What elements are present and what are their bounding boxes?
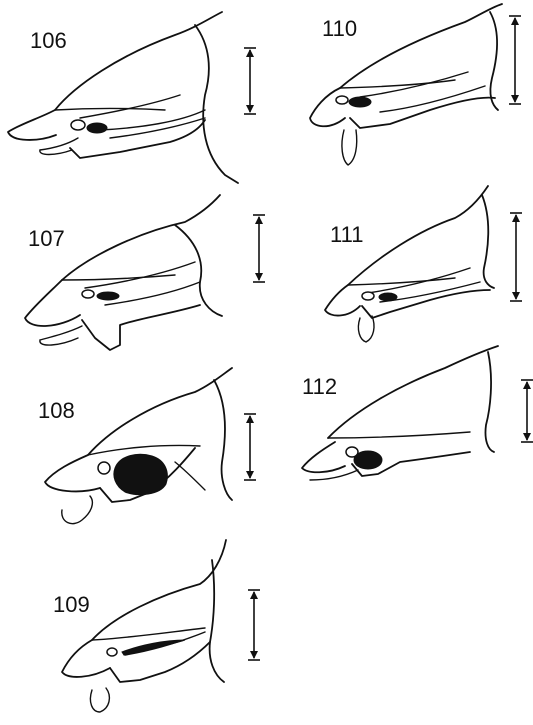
figure-107-head-drawing [25,195,222,350]
figure-107-number: 107 [28,226,65,251]
figure-111-head-drawing [325,186,494,342]
figure-109-head-drawing [62,540,226,712]
figure-109-scale-bar [248,590,260,660]
figure-112: 112 [302,346,498,480]
figure-110-number: 110 [322,16,357,41]
figure-107-scale-bar [253,215,265,282]
figure-108-number: 108 [38,398,75,423]
figure-112-number: 112 [302,374,337,399]
figure-110: 110 [310,4,502,165]
figure-108: 108 [38,368,232,524]
figure-106: 106 [8,12,238,183]
figure-107: 107 [25,195,222,350]
figure-109: 109 [53,540,226,712]
figure-111: 111 [325,186,494,342]
figure-106-number: 106 [30,28,67,53]
figure-109-number: 109 [53,592,90,617]
figure-112-head-drawing [302,346,498,480]
figure-106-scale-bar [244,48,256,114]
figure-110-scale-bar [509,16,521,104]
figure-111-scale-bar [510,213,522,301]
figure-108-head-drawing [45,368,232,524]
figure-108-scale-bar [244,414,256,480]
figure-112-scale-bar [521,380,533,442]
figure-111-number: 111 [330,222,363,247]
